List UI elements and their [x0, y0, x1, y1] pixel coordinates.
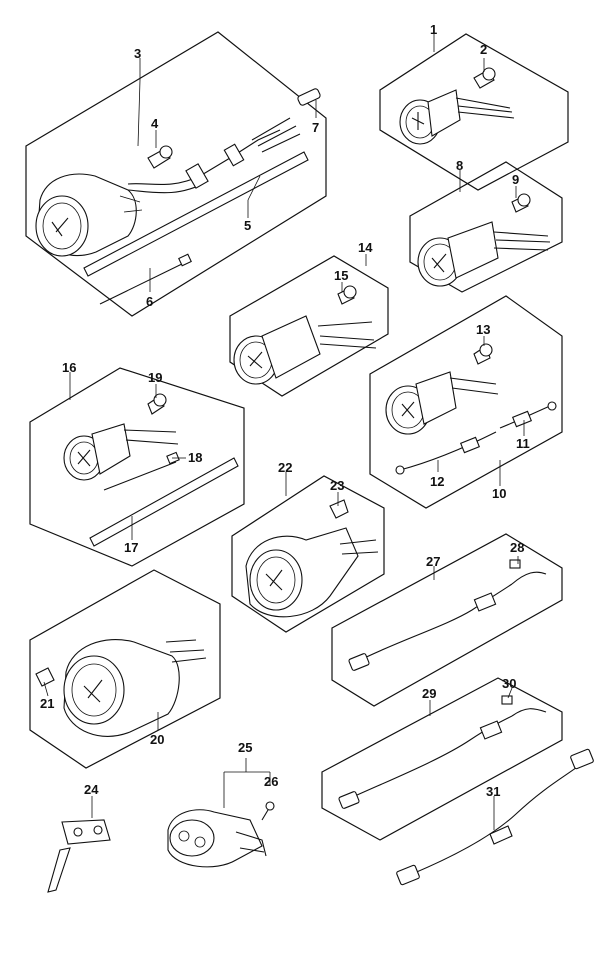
- leader-lines: [43, 34, 525, 830]
- group-27-kit: [331, 533, 563, 707]
- holder-25: [167, 809, 267, 868]
- callout-14: 14: [358, 240, 373, 255]
- callout-21: 21: [40, 696, 54, 711]
- callout-6: 6: [146, 294, 153, 309]
- group-20-kit: [29, 569, 221, 769]
- group-14-kit: [229, 255, 389, 397]
- callout-20: 20: [150, 732, 164, 747]
- callout-31: 31: [486, 784, 500, 799]
- clip-30: [501, 695, 513, 705]
- callout-1: 1: [430, 22, 437, 37]
- bulb-4: [147, 145, 173, 169]
- connector-7: [297, 88, 321, 106]
- callout-25: 25: [238, 740, 252, 755]
- group-22-kit: [231, 475, 385, 633]
- callout-12: 12: [430, 474, 444, 489]
- bulb-2: [473, 67, 496, 89]
- callout-10: 10: [492, 486, 506, 501]
- callout-16: 16: [62, 360, 76, 375]
- tube-5: [83, 151, 309, 277]
- callout-3: 3: [134, 46, 141, 61]
- callout-19: 19: [148, 370, 162, 385]
- callout-27: 27: [426, 554, 440, 569]
- bulb-15: [337, 285, 357, 305]
- callout-4: 4: [151, 116, 159, 131]
- bulb-9: [511, 193, 531, 213]
- group-29-kit: [321, 677, 563, 841]
- callout-30: 30: [502, 676, 516, 691]
- callout-26: 26: [264, 774, 278, 789]
- bulb-13: [473, 343, 493, 365]
- callout-8: 8: [456, 158, 463, 173]
- bulb-23: [329, 499, 349, 519]
- bracket-24: [47, 819, 111, 893]
- callout-15: 15: [334, 268, 348, 283]
- callout-11: 11: [516, 436, 530, 451]
- callout-9: 9: [512, 172, 519, 187]
- callout-22: 22: [278, 460, 292, 475]
- callout-18: 18: [188, 450, 202, 465]
- screw-26: [261, 801, 275, 821]
- harness-12: [395, 431, 497, 475]
- clip-28: [509, 559, 521, 569]
- callout-7: 7: [312, 120, 319, 135]
- group-16-kit: [29, 367, 245, 567]
- tie-6: [99, 253, 192, 305]
- callout-28: 28: [510, 540, 524, 555]
- harness-31: [396, 748, 594, 886]
- group-8-kit: [409, 161, 563, 293]
- bulb-21: [35, 667, 55, 687]
- group-1-kit: [379, 33, 569, 191]
- callout-24: 24: [84, 782, 99, 797]
- harness-11: [499, 401, 557, 429]
- group-10-kit: [369, 295, 563, 509]
- callout-2: 2: [480, 42, 487, 57]
- callout-29: 29: [422, 686, 436, 701]
- callout-17: 17: [124, 540, 138, 555]
- gauge-3: [35, 173, 143, 257]
- callout-13: 13: [476, 322, 490, 337]
- callout-23: 23: [330, 478, 344, 493]
- bulb-19: [147, 393, 167, 415]
- callout-5: 5: [244, 218, 251, 233]
- group-3-kit: [25, 31, 327, 317]
- callout-labels: 3 4 5 6 7 1 2 8 9 14 15 13 11 12 10 16 1…: [40, 22, 530, 799]
- tube-17: [89, 457, 239, 547]
